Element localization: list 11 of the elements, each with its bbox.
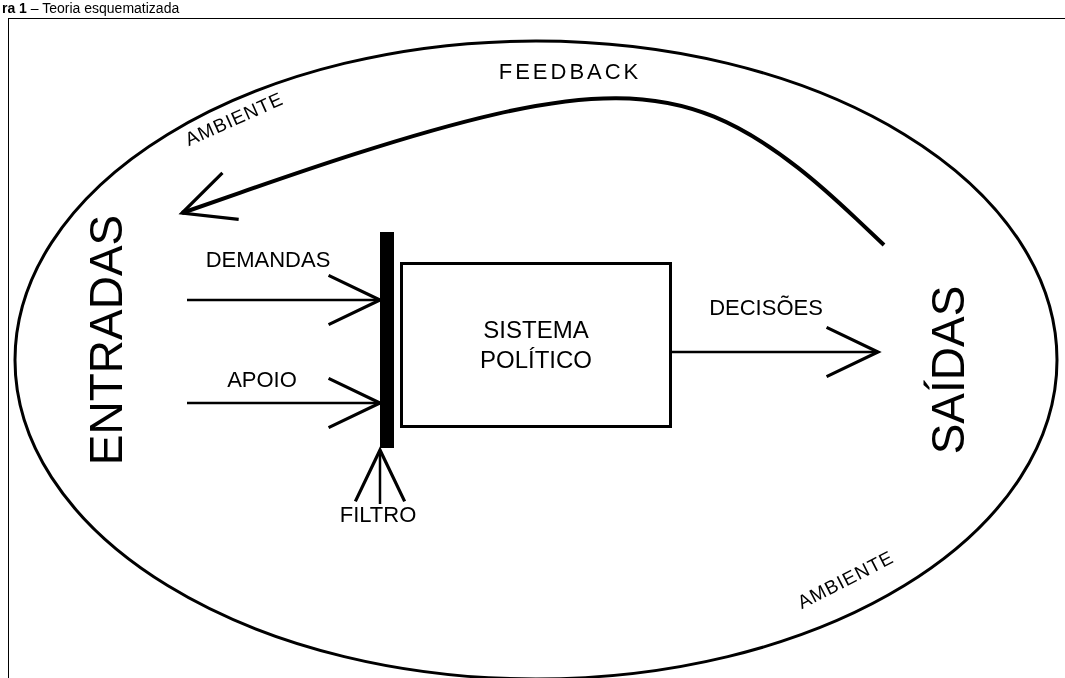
arrow [353,448,407,504]
arrow [187,376,382,430]
filter-label: FILTRO [339,504,417,529]
figure-title: ra 1 – Teoria esquematizada [2,1,180,15]
system-label: SISTEMA POLÍTICO [479,315,593,375]
system-box [400,262,672,428]
feedback-arrow [180,96,886,247]
filter-bar [380,232,394,448]
inputs-label: ENTRADAS [83,214,129,466]
arrow [672,325,880,379]
outputs-label: SAÍDAS [925,285,971,455]
